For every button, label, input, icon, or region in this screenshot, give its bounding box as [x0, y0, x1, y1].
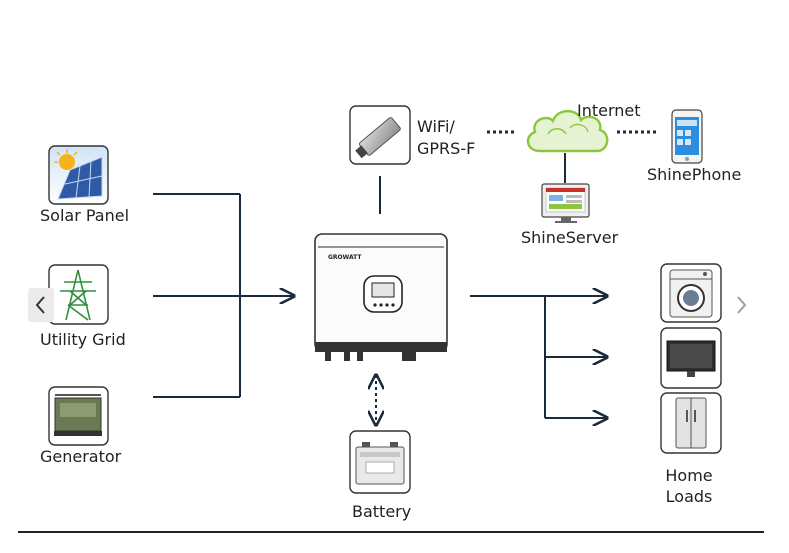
home-loads-line1: Home — [665, 466, 713, 485]
wifi-label-line1: WiFi/ — [417, 117, 455, 136]
television-icon — [660, 327, 722, 389]
chevron-left-icon — [35, 296, 45, 314]
internet-label: Internet — [577, 101, 641, 120]
utility-grid-icon — [48, 264, 109, 325]
next-slide-button[interactable] — [728, 288, 754, 322]
generator-label: Generator — [40, 447, 122, 466]
home-loads-line2: Loads — [665, 487, 713, 506]
refrigerator-icon — [660, 392, 722, 454]
battery-icon — [349, 430, 411, 494]
battery-label: Battery — [352, 502, 412, 521]
solar-panel-icon — [48, 145, 109, 205]
source-connectors — [153, 193, 294, 398]
utility-grid-label: Utility Grid — [40, 330, 126, 349]
chevron-right-icon — [737, 296, 747, 314]
cloud-icon — [526, 109, 609, 153]
monitor-icon — [541, 183, 590, 223]
wifi-label-line2: GPRS-F — [417, 139, 476, 158]
washing-machine-icon — [660, 263, 722, 323]
wifi-label: WiFi/ GPRS-F — [417, 116, 475, 160]
smartphone-icon — [671, 109, 703, 164]
generator-icon — [48, 386, 109, 446]
solar-panel-label: Solar Panel — [40, 206, 130, 225]
inverter-icon — [314, 233, 448, 361]
previous-slide-button[interactable] — [28, 288, 54, 322]
wifi-dongle-icon — [349, 105, 411, 165]
load-connectors — [470, 296, 607, 418]
inverter-brand: GROWATT — [328, 254, 362, 261]
shinephone-label: ShinePhone — [647, 165, 742, 184]
home-loads-label: Home Loads — [664, 465, 714, 507]
shineserver-label: ShineServer — [521, 228, 619, 247]
comm-connectors — [376, 130, 657, 425]
